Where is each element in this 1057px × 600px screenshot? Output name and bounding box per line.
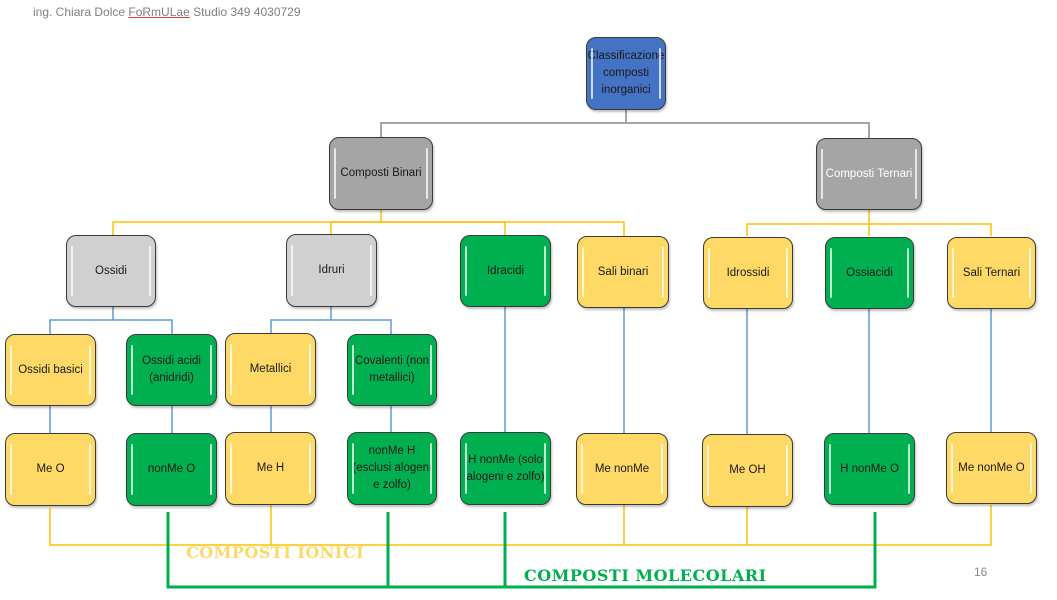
label: Covalenti (non metallici) [354, 355, 430, 384]
node-me-oh: Me OH [702, 434, 793, 507]
node-composti-binari: Composti Binari [329, 137, 433, 210]
node-idracidi: Idracidi [460, 235, 551, 307]
node-idruri: Idruri [286, 234, 377, 307]
node-h-nonme: H nonMe (solo alogeni e zolfo) [460, 432, 551, 505]
label: Me OH [729, 464, 766, 476]
label: Me nonMe [594, 462, 650, 475]
label: Me H [256, 462, 285, 474]
node-me-nonme: Me nonMe [576, 433, 668, 505]
molecular-compounds-label: COMPOSTI MOLECOLARI [524, 566, 767, 585]
label: Me nonMe O [958, 461, 1025, 474]
node-ossidi: Ossidi [66, 235, 156, 307]
connector-ternari-sali [869, 223, 992, 236]
node-me-nonme-o: Me nonMe O [946, 432, 1037, 504]
ionic-bracket [49, 505, 992, 546]
connector-idruri-covalenti [331, 319, 392, 334]
label: Idrossidi [726, 266, 770, 279]
brand-name: FoRmULae [128, 5, 190, 19]
author: ing. Chiara Dolce [33, 5, 129, 19]
header-text: ing. Chiara Dolce FoRmULae Studio 349 40… [33, 5, 301, 19]
root-node: Classificazione composti inorganici [586, 37, 666, 110]
label: Ossidi acidi (anidridi) [142, 355, 201, 384]
page-number: 16 [974, 565, 988, 579]
node-nonme-o: nonMe O [126, 433, 217, 506]
ionic-compounds-label: COMPOSTI IONICI [186, 543, 365, 562]
node-me-o: Me O [5, 433, 96, 506]
node-ossiacidi: Ossiacidi [825, 237, 914, 309]
label: Composti Ternari [825, 167, 913, 180]
blue-connectors [49, 306, 992, 434]
connector-ossidi-acidi [113, 319, 173, 334]
connector-binari-idracidi [381, 221, 506, 236]
node-ossidi-basici: Ossidi basici [5, 334, 96, 406]
label: Metallici [249, 363, 292, 375]
label: Composti Binari [340, 167, 422, 179]
label: Sali Ternari [962, 266, 1021, 279]
node-nonme-h: nonMe H (esclusi alogeni e zolfo) [347, 432, 437, 505]
root-label: Classificazione composti inorganici [587, 50, 665, 96]
node-metallici: Metallici [225, 333, 316, 406]
node-composti-ternari: Composti Ternari [816, 138, 922, 210]
node-sali-ternari: Sali Ternari [947, 237, 1036, 309]
label: nonMe O [147, 463, 196, 475]
label: Ossidi [95, 264, 127, 277]
connector-ternari-idrossidi [746, 210, 870, 236]
label: Ossiacidi [846, 266, 893, 279]
label: H nonMe (solo alogeni e zolfo) [466, 453, 545, 483]
node-covalenti: Covalenti (non metallici) [347, 334, 437, 406]
molecular-bracket [166, 512, 877, 589]
label: Sali binari [597, 265, 649, 278]
node-sali-binari: Sali binari [577, 236, 669, 308]
node-idrossidi: Idrossidi [703, 237, 793, 309]
connector-binari-ossidi [112, 210, 382, 236]
connector-binari-idruri [330, 221, 381, 236]
yellow-connectors [49, 210, 992, 546]
node-me-h: Me H [225, 432, 316, 505]
node-h-nonme-o: H nonMe O [824, 433, 915, 505]
connector-root-binari [380, 110, 627, 138]
contact: Studio 349 4030729 [189, 5, 301, 19]
connector-idruri-metallici [270, 306, 332, 334]
root-connectors [380, 110, 870, 138]
label: Idracidi [486, 264, 525, 277]
node-ossidi-acidi: Ossidi acidi (anidridi) [126, 334, 217, 406]
label: H nonMe O [840, 462, 899, 475]
label: Me O [36, 463, 65, 475]
connector-ossidi-basici [49, 306, 114, 334]
label: nonMe H (esclusi alogeni e zolfo) [352, 445, 432, 491]
connector-root-ternari [626, 122, 870, 138]
label: Idruri [318, 264, 345, 276]
label: Ossidi basici [18, 363, 83, 376]
connector-binari-sali [381, 221, 625, 236]
